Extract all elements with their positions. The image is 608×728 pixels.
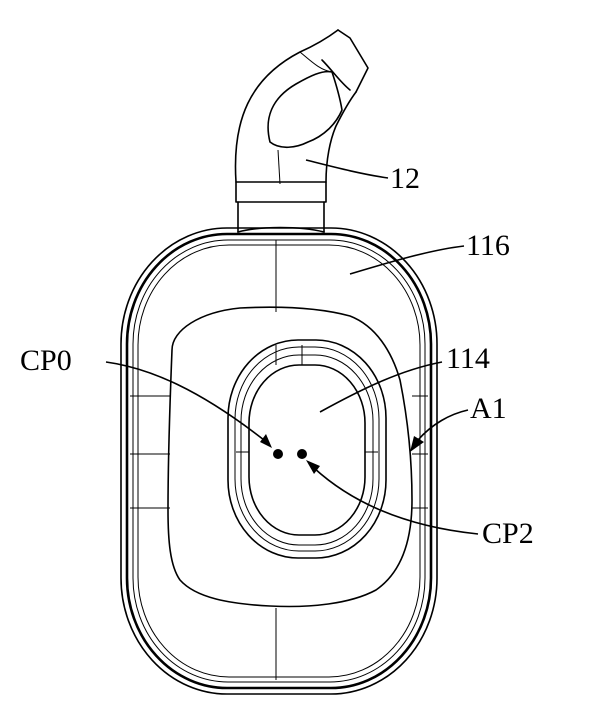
label-center-zone-114: 114: [446, 342, 490, 375]
label-tube-12: 12: [390, 162, 420, 195]
connector-tube: [234, 29, 369, 233]
label-cp0: CP0: [20, 344, 72, 377]
cp2-dot: [297, 449, 307, 459]
inner-opening: [227, 339, 387, 559]
ear-cushion-housing: [120, 227, 438, 695]
label-cushion-116: 116: [466, 229, 510, 262]
label-cp2: CP2: [482, 517, 534, 550]
label-a1: A1: [470, 392, 507, 425]
leader-lines: [105, 159, 479, 535]
middle-pad: [130, 306, 428, 608]
cp0-dot: [273, 449, 283, 459]
